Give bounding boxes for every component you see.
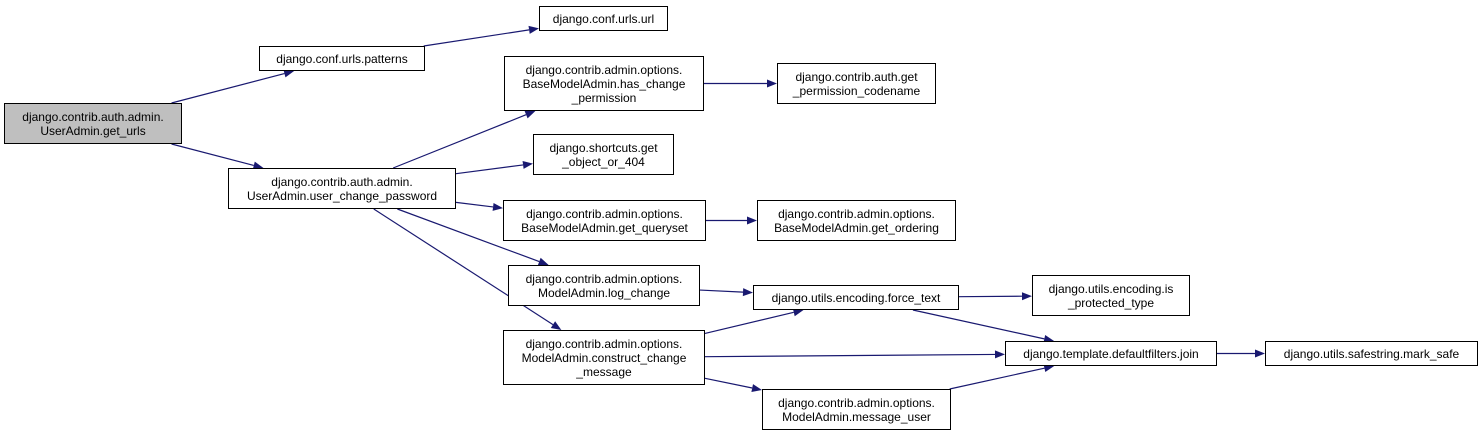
edge-user_change_password-to-get_object_or_404 xyxy=(455,164,524,175)
node-defaultfilters-join[interactable]: django.template.defaultfilters.join xyxy=(1005,341,1217,366)
node-label: django.contrib.auth.admin. UserAdmin.use… xyxy=(246,174,438,203)
arrowhead-icon xyxy=(550,321,562,330)
node-modeladmin-log-change[interactable]: django.contrib.admin.options. ModelAdmin… xyxy=(508,265,700,306)
edge-user_change_password-to-has_change_permission xyxy=(392,114,527,169)
node-label: django.contrib.admin.options. ModelAdmin… xyxy=(778,395,935,424)
arrowhead-icon xyxy=(1255,349,1265,358)
node-label: django.contrib.admin.options. BaseModelA… xyxy=(522,62,686,105)
arrowhead-icon xyxy=(994,350,1005,359)
node-label: django.contrib.admin.options. BaseModelA… xyxy=(521,206,688,235)
node-modeladmin-construct-change-message[interactable]: django.contrib.admin.options. ModelAdmin… xyxy=(503,330,705,385)
node-label: django.contrib.admin.options. ModelAdmin… xyxy=(521,336,687,379)
edge-get_urls-to-user_change_password xyxy=(171,143,254,167)
node-shortcuts-get-object-or-404[interactable]: django.shortcuts.get _object_or_404 xyxy=(533,134,674,175)
node-label: django.contrib.auth.get _permission_code… xyxy=(792,69,921,98)
node-safestring-mark-safe[interactable]: django.utils.safestring.mark_safe xyxy=(1265,341,1478,366)
arrowhead-icon xyxy=(537,257,549,266)
arrowhead-icon xyxy=(751,384,762,392)
node-label: django.conf.urls.patterns xyxy=(276,51,408,66)
edge-get_urls-to-patterns xyxy=(171,72,285,104)
arrowhead-icon xyxy=(528,25,539,34)
node-label: django.conf.urls.url xyxy=(552,11,655,26)
arrowhead-icon xyxy=(492,202,503,211)
edge-message_user-to-join xyxy=(949,367,1045,390)
arrowhead-icon xyxy=(1021,292,1032,301)
node-modeladmin-message-user[interactable]: django.contrib.admin.options. ModelAdmin… xyxy=(762,389,951,430)
node-basemodeladmin-has-change-permission[interactable]: django.contrib.admin.options. BaseModelA… xyxy=(504,56,704,111)
edge-user_change_password-to-log_change xyxy=(397,208,540,263)
arrowhead-icon xyxy=(1043,364,1055,373)
node-conf-urls-url[interactable]: django.conf.urls.url xyxy=(539,6,668,31)
arrowhead-icon xyxy=(522,160,533,169)
edge-force_text-to-join xyxy=(912,309,1045,340)
node-basemodeladmin-get-queryset[interactable]: django.contrib.admin.options. BaseModelA… xyxy=(503,200,706,241)
arrowhead-icon xyxy=(283,69,295,78)
edge-construct_change_message-to-join xyxy=(704,353,996,358)
arrowhead-icon xyxy=(767,79,777,88)
edge-patterns-to-url xyxy=(423,29,530,47)
edge-user_change_password-to-get_queryset xyxy=(455,201,494,208)
node-label: django.shortcuts.get _object_or_404 xyxy=(549,140,658,169)
node-label: django.contrib.admin.options. ModelAdmin… xyxy=(525,271,683,300)
arrowhead-icon xyxy=(524,111,536,119)
node-label: django.contrib.admin.options. BaseModelA… xyxy=(774,206,939,235)
edge-construct_change_message-to-force_text xyxy=(704,311,794,335)
node-auth-get-permission-codename[interactable]: django.contrib.auth.get _permission_code… xyxy=(777,63,936,104)
node-label: django.template.defaultfilters.join xyxy=(1023,346,1199,361)
arrowhead-icon xyxy=(792,308,804,317)
node-label: django.utils.encoding.is _protected_type xyxy=(1048,281,1174,310)
node-conf-urls-patterns[interactable]: django.conf.urls.patterns xyxy=(259,46,425,71)
arrowhead-icon xyxy=(252,161,264,170)
node-label: django.contrib.auth.admin. UserAdmin.get… xyxy=(22,109,164,138)
edge-construct_change_message-to-message_user xyxy=(704,377,753,389)
edge-log_change-to-force_text xyxy=(699,289,744,293)
node-encoding-is-protected-type[interactable]: django.utils.encoding.is _protected_type xyxy=(1032,275,1190,316)
node-encoding-force-text[interactable]: django.utils.encoding.force_text xyxy=(753,285,959,310)
node-useradmin-get-urls[interactable]: django.contrib.auth.admin. UserAdmin.get… xyxy=(4,103,182,144)
arrowhead-icon xyxy=(747,216,757,225)
arrowhead-icon xyxy=(742,288,753,297)
node-label: django.utils.encoding.force_text xyxy=(771,290,941,305)
node-basemodeladmin-get-ordering[interactable]: django.contrib.admin.options. BaseModelA… xyxy=(757,200,956,241)
arrowhead-icon xyxy=(1043,334,1055,343)
node-useradmin-user-change-password[interactable]: django.contrib.auth.admin. UserAdmin.use… xyxy=(228,168,456,209)
node-label: django.utils.safestring.mark_safe xyxy=(1283,346,1460,361)
